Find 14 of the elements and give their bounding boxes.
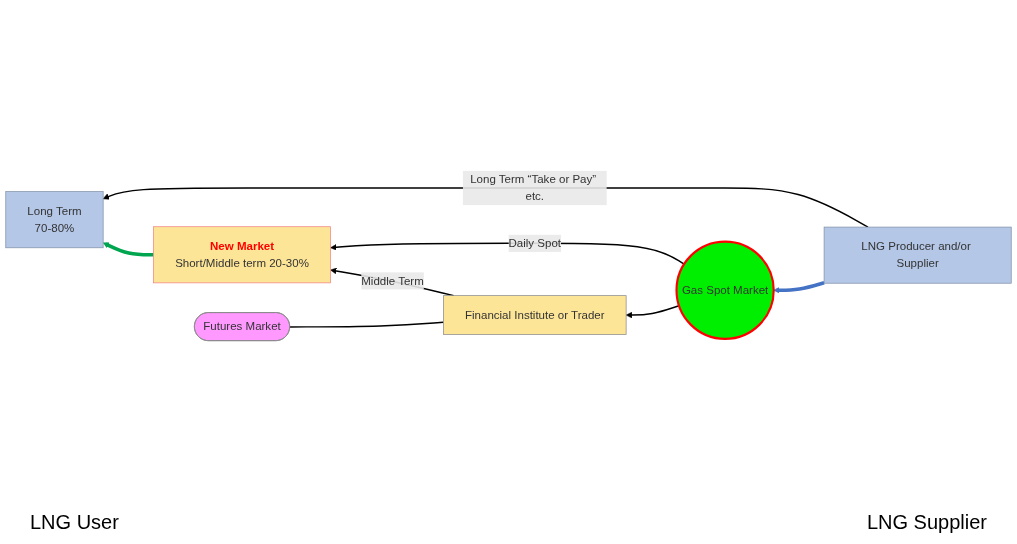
node-box: LNG Producer and/or Supplier <box>823 226 1012 284</box>
caption-text: LNG User <box>30 511 119 534</box>
edge-label: Long Term “Take or Pay” etc. <box>470 172 597 203</box>
node-box: Long Term 70-80% <box>5 191 104 248</box>
node-box: Financial Institute or Trader <box>443 295 627 335</box>
node-box: New Market Short/Middle term 20-30% <box>153 226 331 284</box>
connector <box>289 321 445 328</box>
arrow <box>102 242 154 257</box>
edge-label: Middle Term <box>361 274 424 287</box>
node-circle: Gas Spot Market <box>675 240 775 340</box>
arrow <box>625 304 680 319</box>
edge-label: Daily Spot <box>508 236 561 249</box>
caption-text: LNG Supplier <box>866 511 987 534</box>
arrow <box>773 280 825 294</box>
